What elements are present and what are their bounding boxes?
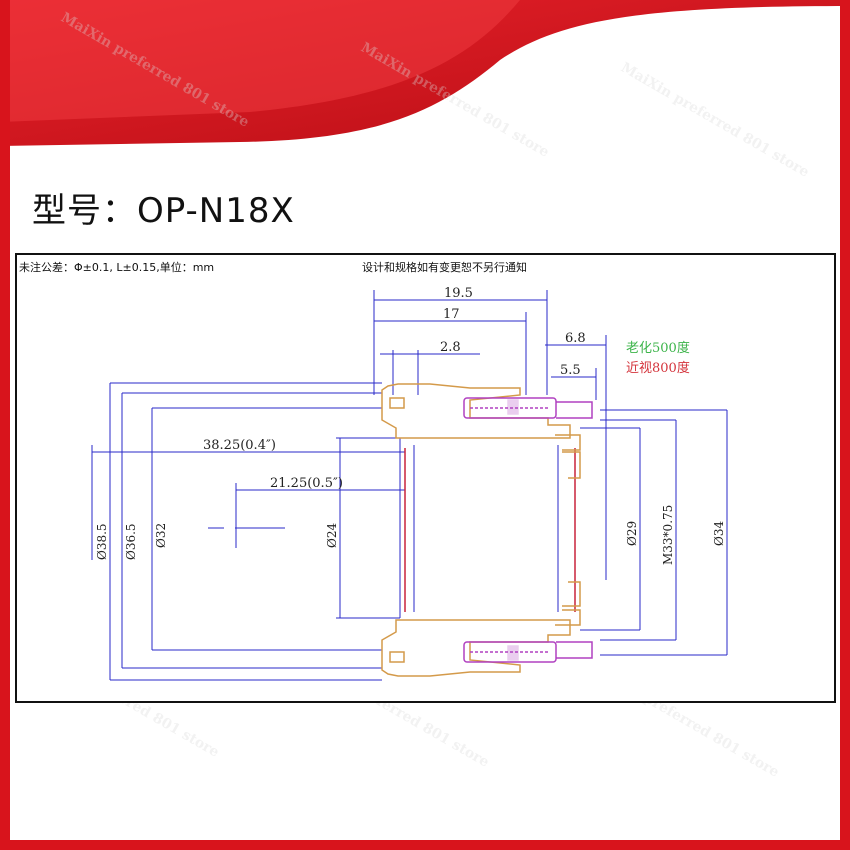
dia-29: Ø29 — [625, 521, 639, 546]
dia-24: Ø24 — [325, 523, 339, 548]
red-swoosh-highlight — [0, 0, 520, 122]
dim-19-5: 19.5 — [444, 286, 473, 301]
dia-32: Ø32 — [154, 523, 168, 548]
dim-38-25: 38.25(0.4″) — [203, 438, 276, 453]
legend-myopia: 近视800度 — [626, 360, 690, 376]
legend-presbyopia: 老化500度 — [626, 340, 690, 356]
dia-34: Ø34 — [712, 521, 726, 546]
dia-36-5: Ø36.5 — [124, 523, 138, 560]
dim-6-8: 6.8 — [565, 331, 586, 346]
optical-lines — [399, 438, 576, 618]
dia-38-5: Ø38.5 — [95, 523, 109, 560]
ring-top — [463, 397, 593, 419]
disclaimer-note: 设计和规格如有变更恕不另行通知 — [362, 261, 527, 274]
dim-17: 17 — [443, 307, 460, 322]
ring-bottom — [463, 641, 593, 663]
thread-m33: M33*0.75 — [661, 505, 675, 565]
dim-5-5: 5.5 — [560, 363, 581, 378]
model-title: 型号：OP-N18X — [32, 191, 295, 231]
dimension-labels: 19.5 17 6.8 2.8 5.5 38.25(0.4″) 21.25(0.… — [203, 286, 586, 491]
diameter-labels: Ø38.5 Ø36.5 Ø32 Ø24 Ø29 M33*0.75 Ø34 — [95, 505, 726, 565]
dimension-lines — [91, 290, 728, 681]
tolerance-note: 未注公差：Φ±0.1, L±0.15,单位：mm — [19, 261, 215, 274]
dim-21-25: 21.25(0.5″) — [270, 476, 343, 491]
dim-2-8: 2.8 — [440, 340, 461, 355]
